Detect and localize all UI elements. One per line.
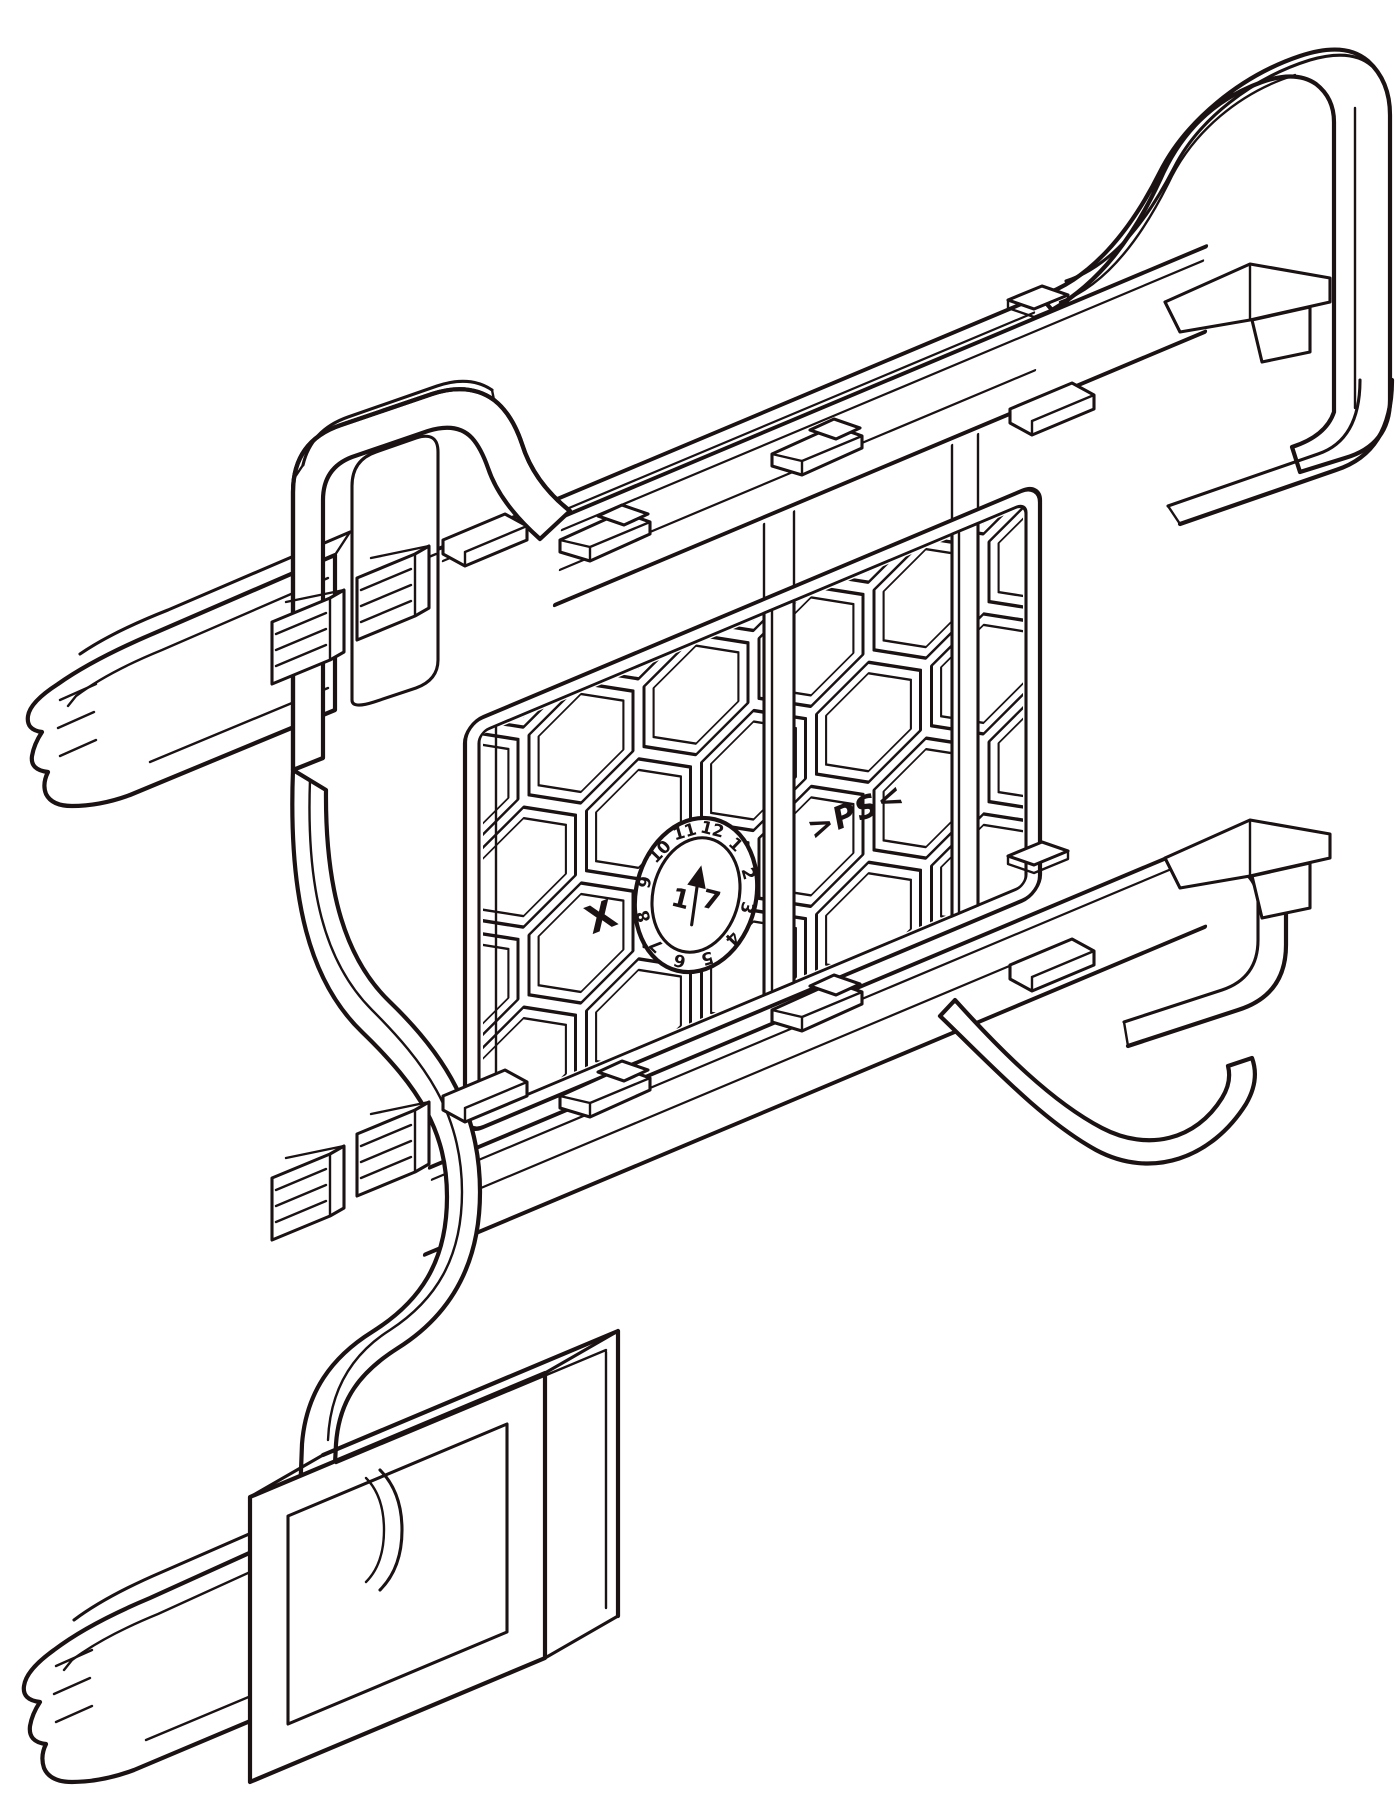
honeycomb-cell [537,692,625,794]
lower-left-collar [247,1328,621,1785]
hook-back-band [1064,53,1374,283]
wheel-numeral: 2 [736,865,758,882]
honeycomb-cell [483,941,510,1042]
ribbed-clip [355,544,431,642]
rails-and-panel [422,244,1209,1257]
wheel-numeral: 8 [633,908,655,925]
wheel-numeral: 3 [735,899,757,915]
arch-top-band [301,379,494,467]
lower-left-claw [21,1502,320,1785]
honeycomb-cell [483,1005,577,1111]
panel-right-post [950,521,980,918]
wheel-numeral: 6 [672,949,688,971]
honeycomb-cell [1047,744,1151,908]
honeycomb-cell [700,708,807,833]
honeycomb-cell [652,644,740,745]
panel-outer-frame [462,486,1043,1131]
honeycomb-cell [815,660,922,784]
honeycomb-cell [527,881,635,1005]
ribbed-clip [270,588,346,686]
honeycomb-panel [462,344,1151,1131]
wedge-clip [770,417,864,477]
honeycomb-cell [710,720,797,821]
honeycomb-cell [757,784,865,909]
small-pad [1006,284,1070,319]
claw-ribs [52,1648,94,1724]
wheel-numeral: 5 [699,946,716,968]
honeycomb-cell [1047,544,1151,708]
j-hook-band [937,997,1258,1166]
honeycomb-cell [1056,559,1141,693]
flat-pad [441,512,529,568]
rail-clips [270,262,1332,686]
honeycomb-cell [483,805,577,929]
hook-tab [1163,262,1332,364]
honeycomb-cell [987,688,1023,812]
panel-divider-post [762,598,796,997]
honeycomb-cell [595,768,682,869]
honeycomb-cell [1047,344,1151,508]
panel-inner-frame [477,504,1028,1114]
honeycomb-cell [483,816,567,918]
collar-inner-hook [378,1468,404,1592]
honeycomb-cell [757,584,865,709]
hook-lower-curl [1177,377,1395,527]
collar-top-band [320,1328,621,1619]
upper-left-claw [25,530,352,809]
honeycomb-cell [997,699,1023,800]
honeycomb-cell [930,507,1023,536]
flat-pad [1008,381,1096,437]
wedge-clip [558,503,652,563]
claw-ribs [56,682,98,758]
honeycomb-cell [940,623,1023,725]
wheel-numeral: 9 [634,874,656,890]
wedge-fin [596,503,650,527]
honeycomb-cell [537,892,625,994]
honeycomb-cell [483,1016,567,1111]
honeycomb-cell [987,507,1023,612]
honeycomb-cell [825,672,912,773]
honeycomb-cell [930,612,1023,736]
wheel-arrow-head [687,865,706,890]
collar-window [286,1422,509,1726]
honeycomb-cell [483,741,510,842]
honeycomb-cell [483,929,520,1053]
honeycomb-cell [997,507,1023,600]
honeycomb-cell [527,681,635,805]
honeycomb-cell [1056,359,1141,493]
post-stubs [762,432,980,599]
date-wheel: 12 1 2 3 4 5 6 7 8 9 10 11 1 7 [632,815,760,975]
honeycomb-cell [483,729,520,853]
honeycomb-cell [642,633,750,757]
top-right-hook [1037,47,1395,527]
date-wheel-inner-ring [650,836,742,954]
